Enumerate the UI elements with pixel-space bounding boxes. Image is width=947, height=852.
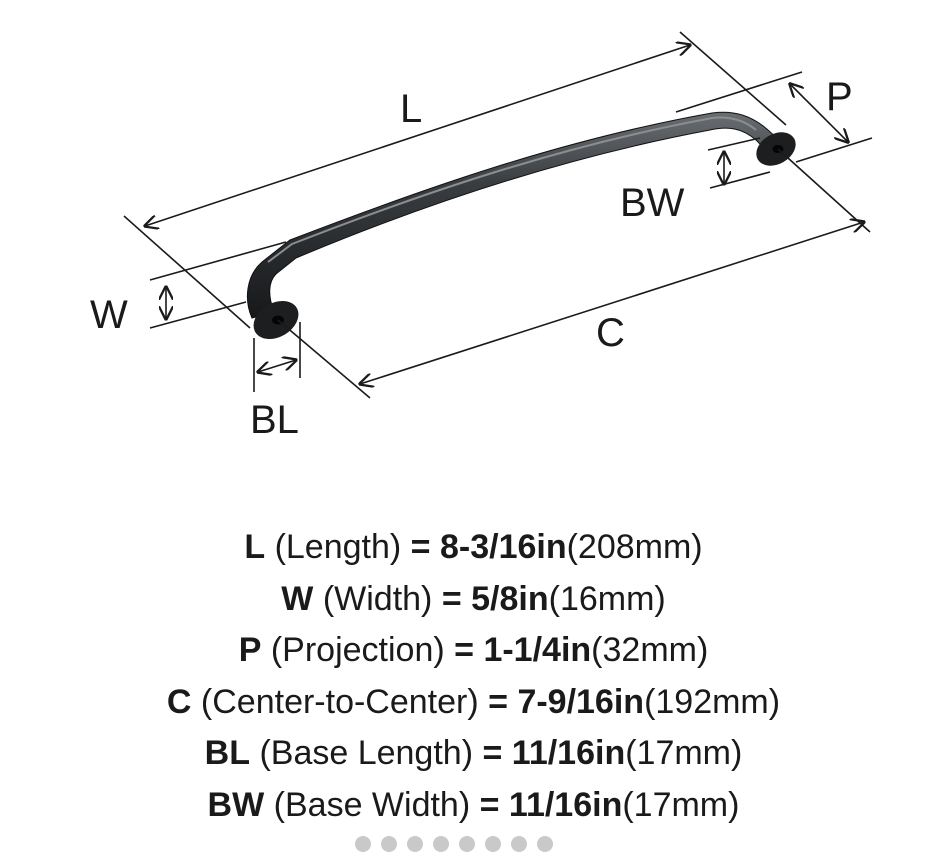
spec-projection: P (Projection) = 1-1/4in(32mm) xyxy=(238,631,709,669)
cut-off-glyph xyxy=(381,836,397,852)
cut-off-line-fragment xyxy=(355,836,553,852)
width-dimension xyxy=(149,241,287,329)
handle-bar xyxy=(246,111,791,319)
spec-width: W (Width) = 5/8in(16mm) xyxy=(281,579,666,618)
spec-center-to-center: C (Center-to-Center) = 7-9/16in(192mm) xyxy=(166,682,781,721)
cut-off-glyph xyxy=(433,836,449,852)
cut-off-glyph xyxy=(355,836,371,852)
dimension-spec-list: L (Length) = 8-3/16in(208mm) W (Width) =… xyxy=(0,522,947,831)
cut-off-glyph xyxy=(511,836,527,852)
label-bl: BL xyxy=(250,398,299,442)
handle-dimension-diagram: L P BW W C xyxy=(90,31,873,442)
cut-off-glyph xyxy=(485,836,501,852)
label-w: W xyxy=(90,293,128,337)
length-dimension xyxy=(123,31,787,329)
spec-base-length: BL (Base Length) = 11/16in(17mm) xyxy=(204,734,743,772)
label-p: P xyxy=(826,75,853,119)
cut-off-glyph xyxy=(407,836,423,852)
base-length-dimension xyxy=(253,322,301,392)
cut-off-glyph xyxy=(537,836,553,852)
cut-off-glyph xyxy=(459,836,475,852)
label-l: L xyxy=(400,87,422,131)
spec-length: L (Length) = 8-3/16in(208mm) xyxy=(244,528,703,566)
label-bw: BW xyxy=(620,181,685,225)
center-dimension xyxy=(277,148,871,399)
spec-base-width: BW (Base Width) = 11/16in(17mm) xyxy=(207,785,740,824)
projection-dimension xyxy=(675,71,873,163)
label-c: C xyxy=(596,311,625,355)
base-width-dimension xyxy=(707,137,771,189)
